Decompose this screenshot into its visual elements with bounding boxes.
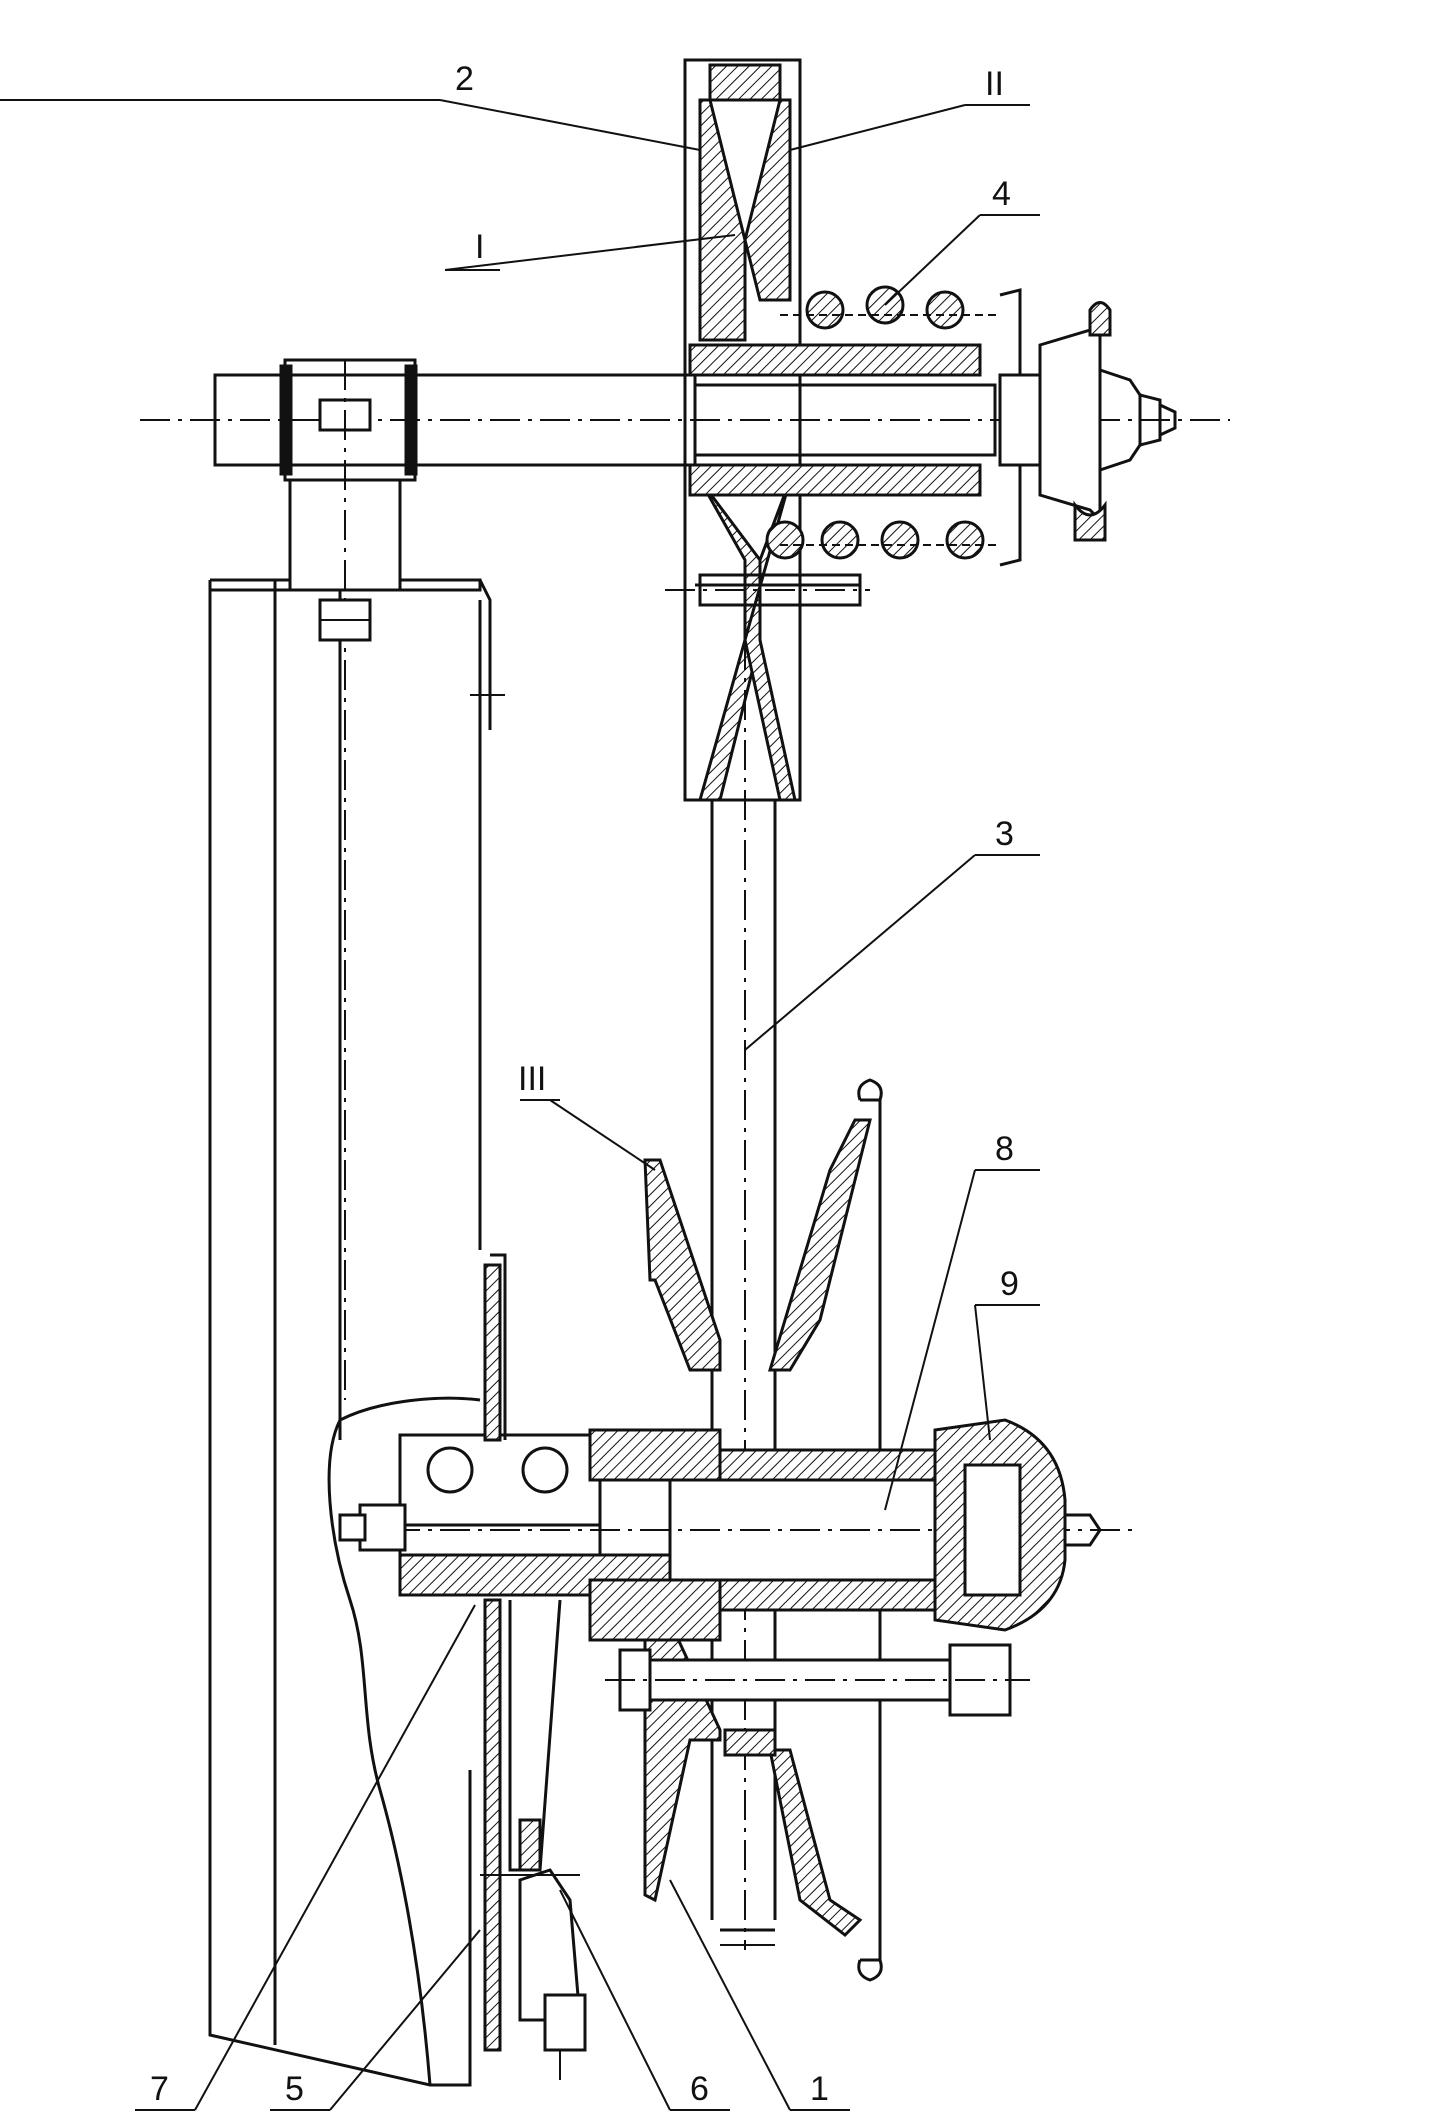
label-5: 5 bbox=[285, 2070, 304, 2108]
label-9: 9 bbox=[1000, 1265, 1019, 1303]
label-6: 6 bbox=[690, 2070, 709, 2108]
frame-column bbox=[208, 578, 505, 2087]
label-7: 7 bbox=[150, 2070, 169, 2108]
label-2: 2 bbox=[455, 60, 474, 98]
upper-pulley bbox=[665, 58, 1177, 802]
label-4: 4 bbox=[992, 175, 1011, 213]
lower-pulley bbox=[605, 1078, 1030, 1982]
lower-hub bbox=[338, 1418, 1135, 1642]
label-8: 8 bbox=[995, 1130, 1014, 1168]
label-3: 3 bbox=[995, 815, 1014, 853]
label-II: II bbox=[985, 65, 1004, 103]
leader-lines bbox=[0, 99, 1040, 2111]
label-III: III bbox=[518, 1060, 546, 1098]
label-I: I bbox=[475, 228, 484, 266]
label-1: 1 bbox=[810, 2070, 829, 2108]
bracket bbox=[480, 1253, 587, 2080]
spring bbox=[765, 285, 1000, 560]
